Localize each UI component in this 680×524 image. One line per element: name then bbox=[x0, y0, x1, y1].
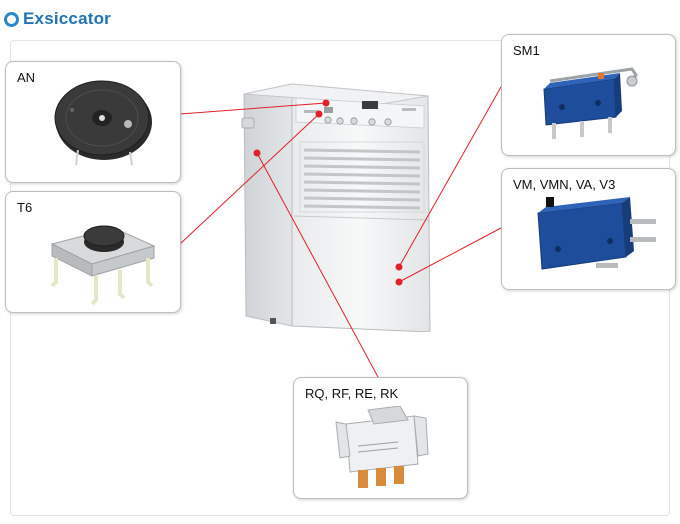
component-card-rq: RQ, RF, RE, RK bbox=[293, 377, 468, 499]
page-title: Exsiccator bbox=[23, 9, 111, 28]
micro-switch-sm1-image bbox=[543, 67, 638, 139]
component-card-vm: VM, VMN, VA, V3 bbox=[501, 168, 676, 290]
page-header: Exsiccator bbox=[4, 8, 111, 30]
leader-line-t6 bbox=[179, 113, 320, 245]
encoder-disc-image bbox=[54, 80, 152, 166]
marker-dot-an bbox=[322, 99, 330, 107]
leader-line-sm1 bbox=[398, 86, 502, 268]
component-card-an: AN bbox=[5, 61, 181, 183]
micro-switch-vm-image bbox=[537, 197, 656, 270]
component-card-t6: T6 bbox=[5, 191, 181, 313]
rocker-switch-image bbox=[335, 406, 429, 488]
component-label-sm1: SM1 bbox=[513, 43, 540, 58]
component-label-t6: T6 bbox=[17, 200, 33, 215]
circle-bullet-icon bbox=[4, 11, 19, 27]
component-label-an: AN bbox=[17, 70, 36, 85]
marker-dot-rq bbox=[253, 149, 261, 157]
marker-dot-vm bbox=[395, 278, 403, 286]
component-label-rq: RQ, RF, RE, RK bbox=[305, 386, 399, 401]
marker-dot-t6 bbox=[315, 110, 323, 118]
component-label-vm: VM, VMN, VA, V3 bbox=[513, 177, 616, 192]
tactile-switch-image bbox=[50, 225, 156, 306]
marker-dot-sm1 bbox=[395, 263, 403, 271]
component-card-sm1: SM1 bbox=[501, 34, 676, 156]
leader-line-vm bbox=[398, 227, 502, 283]
leader-line-an bbox=[179, 102, 327, 115]
leader-line-rq bbox=[256, 152, 379, 378]
